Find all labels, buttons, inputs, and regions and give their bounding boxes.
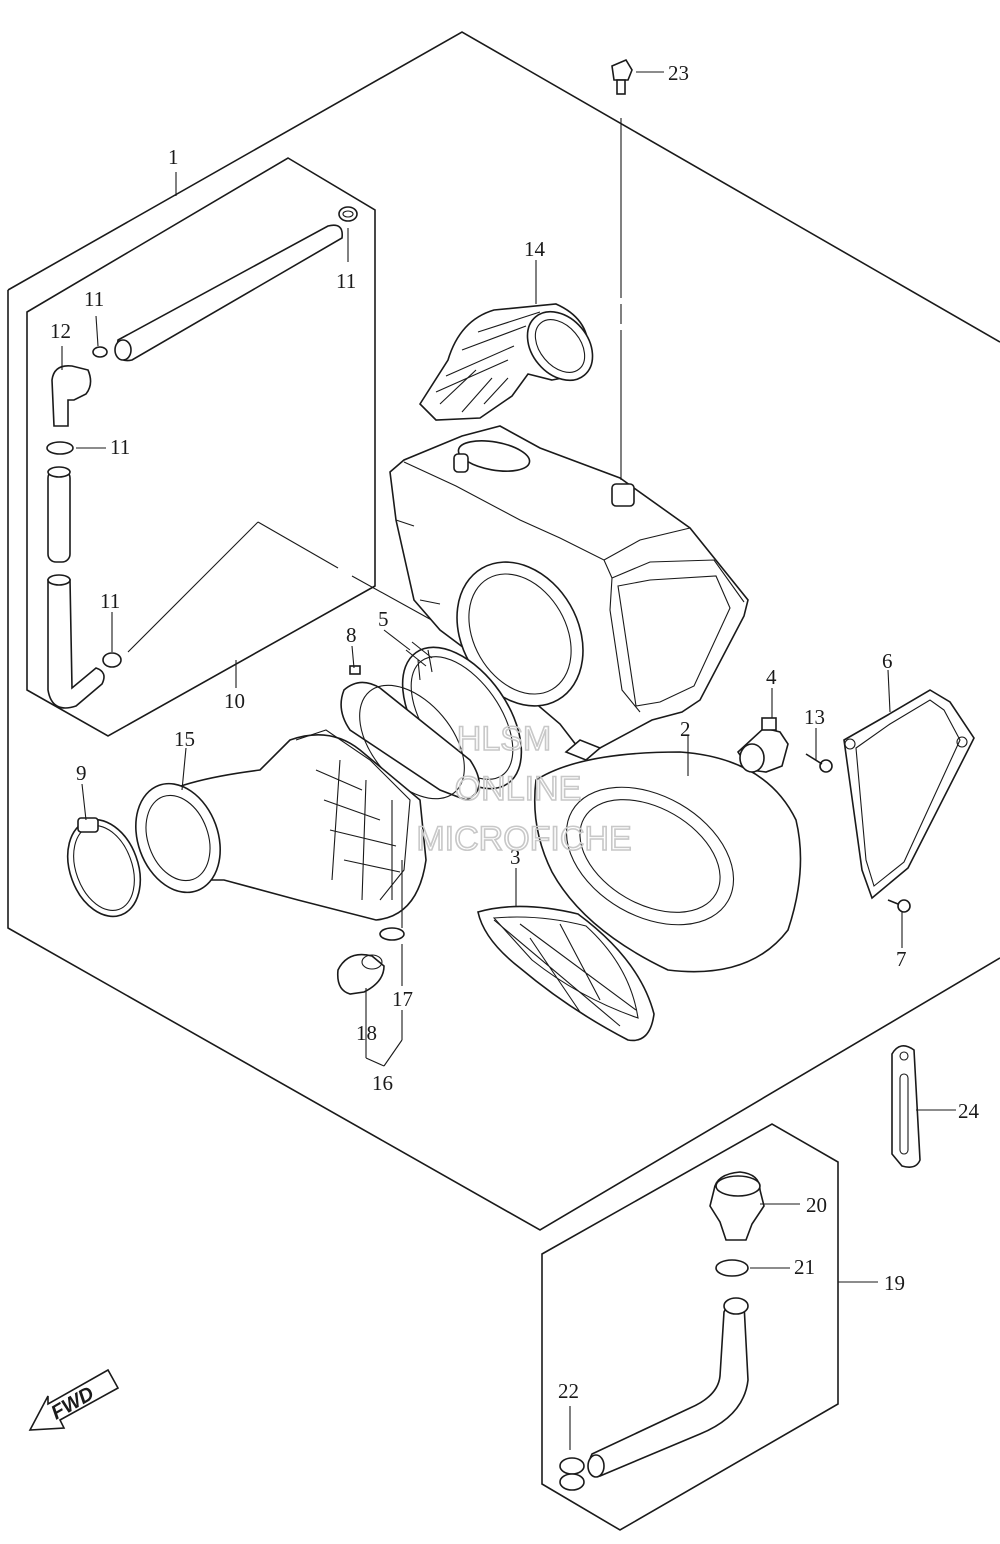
callout-17: 17 xyxy=(392,987,413,1011)
drain-plug-18 xyxy=(336,953,385,995)
screw-13 xyxy=(805,753,833,773)
watermark: HLSM ONLINE MICROFICHE xyxy=(416,719,633,859)
callout-15: 15 xyxy=(174,727,195,751)
callout-13: 13 xyxy=(804,705,825,729)
callout-4: 4 xyxy=(766,665,777,689)
assembly-outline xyxy=(7,31,1000,1231)
callout-23: 23 xyxy=(668,61,689,85)
rubber-strap-24 xyxy=(891,1045,921,1168)
leader-lines xyxy=(61,71,956,1450)
callout-11-a: 11 xyxy=(336,269,356,293)
callout-22: 22 xyxy=(558,1379,579,1403)
callout-16: 16 xyxy=(372,1071,393,1095)
drain-hose-22 xyxy=(587,1297,749,1478)
callout-10: 10 xyxy=(224,689,245,713)
hose-clamp-22 xyxy=(559,1457,585,1491)
callout-6: 6 xyxy=(882,649,893,673)
elbow-joint xyxy=(51,346,108,427)
hose-subassembly-box xyxy=(26,157,447,737)
inlet-frame-8 xyxy=(340,665,480,801)
callout-5: 5 xyxy=(378,607,389,631)
grommet-4 xyxy=(736,717,789,773)
drain-clip-17 xyxy=(379,927,405,941)
breather-hose-long xyxy=(114,224,344,362)
forward-label: FWD xyxy=(48,1383,98,1425)
filter-element-2 xyxy=(533,751,802,973)
filter-frame-3 xyxy=(477,905,655,1042)
callout-1: 1 xyxy=(168,145,179,169)
callout-11-b: 11 xyxy=(84,287,104,311)
callout-9: 9 xyxy=(76,761,87,785)
callout-18: 18 xyxy=(356,1021,377,1045)
callout-19: 19 xyxy=(884,1271,905,1295)
hose-clamp-top xyxy=(338,206,358,222)
forward-arrow-icon xyxy=(28,1368,120,1431)
callout-21: 21 xyxy=(794,1255,815,1279)
air-box-housing xyxy=(389,425,749,761)
callout-labels: 1 2 3 4 5 6 7 8 9 10 11 11 11 11 12 13 1… xyxy=(50,61,980,1403)
breather-hose-straight xyxy=(47,466,71,563)
callout-11-d: 11 xyxy=(100,589,120,613)
callout-20: 20 xyxy=(806,1193,827,1217)
watermark-line-1: HLSM xyxy=(457,720,551,758)
callout-3: 3 xyxy=(510,845,521,869)
callout-8: 8 xyxy=(346,623,357,647)
callout-14: 14 xyxy=(524,237,546,261)
bolt-23 xyxy=(611,58,633,95)
clamp-mid xyxy=(46,441,74,455)
callout-12: 12 xyxy=(50,319,71,343)
breather-hose-bent xyxy=(47,574,105,709)
callout-7: 7 xyxy=(896,947,907,971)
screw-7 xyxy=(887,899,911,913)
watermark-line-2: ONLINE xyxy=(455,770,582,808)
intake-duct xyxy=(418,303,594,421)
intake-boot-15 xyxy=(135,729,427,921)
callout-24: 24 xyxy=(958,1099,980,1123)
drain-subassembly-box xyxy=(541,1123,839,1531)
breather-cap-20 xyxy=(709,1171,765,1241)
callout-2: 2 xyxy=(680,717,691,741)
clip-21 xyxy=(715,1259,749,1277)
side-cover-6 xyxy=(843,689,975,900)
clamp-lower xyxy=(102,652,122,668)
band-clamp-9 xyxy=(66,817,142,918)
callout-11-c: 11 xyxy=(110,435,130,459)
watermark-line-3: MICROFICHE xyxy=(416,820,631,858)
